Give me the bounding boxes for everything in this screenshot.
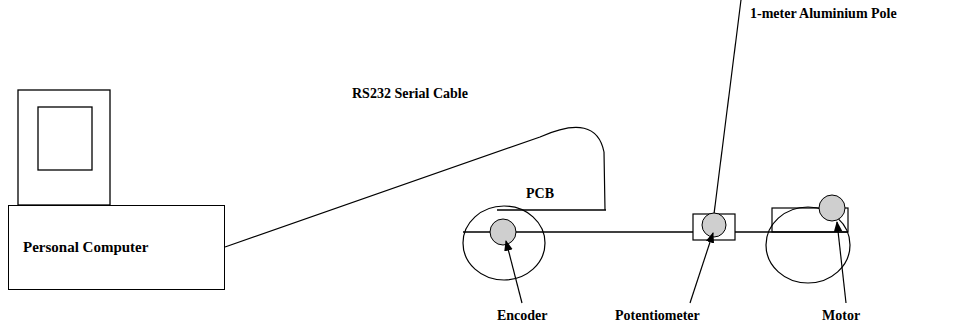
monitor-screen <box>38 107 92 170</box>
aluminium-pole <box>714 0 741 214</box>
potentiometer-housing <box>693 214 735 240</box>
node-title: Personal Computer <box>23 239 148 256</box>
serial-cable <box>225 127 605 247</box>
computer-box: Personal Computer <box>8 205 225 290</box>
leader-arrow <box>837 222 846 303</box>
leader-arrow <box>690 233 713 303</box>
part-label: Potentiometer <box>615 308 700 324</box>
motor-hub <box>819 195 845 221</box>
part-label: 1-meter Aluminium Pole <box>750 6 897 22</box>
leader-arrow <box>506 241 522 303</box>
pcb-board <box>497 209 606 210</box>
part-label: PCB <box>526 186 554 202</box>
encoder-disc <box>463 206 545 280</box>
encoder-hub <box>490 219 516 245</box>
part-label: Motor <box>822 308 860 324</box>
part-label: RS232 Serial Cable <box>352 86 468 102</box>
monitor-outline <box>18 90 110 205</box>
potentiometer-knob <box>702 213 726 237</box>
part-label: Encoder <box>497 308 548 324</box>
